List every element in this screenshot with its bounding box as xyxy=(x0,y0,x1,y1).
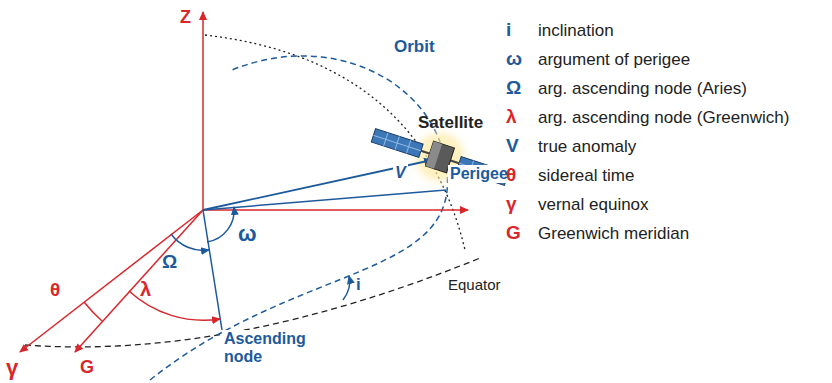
legend-symbol: ω xyxy=(506,49,522,70)
legend-text: inclination xyxy=(538,22,614,41)
orbit-path xyxy=(150,56,447,380)
legend-symbol: θ xyxy=(506,165,516,186)
legend-text: vernal equinox xyxy=(538,196,649,215)
omega-arc xyxy=(207,207,234,242)
angle-label: ω xyxy=(238,222,257,246)
angle-label: i xyxy=(356,276,361,295)
perigee-label: Perigee xyxy=(448,165,510,183)
legend-symbol: V xyxy=(506,136,519,157)
angle-label: V xyxy=(393,164,408,182)
satellite-label: Satellite xyxy=(418,114,483,133)
legend-text: true anomaly xyxy=(538,138,636,157)
z-axis xyxy=(202,12,204,210)
greenwich-axis xyxy=(75,210,203,352)
legend-symbol: γ xyxy=(506,194,517,215)
axis-label: G xyxy=(80,358,94,378)
legend-text: arg. ascending node (Aries) xyxy=(538,80,747,99)
satellite-vector xyxy=(203,160,432,210)
angle-label: θ xyxy=(50,280,60,301)
sidereal-arc xyxy=(84,302,102,321)
legend-symbol: G xyxy=(506,223,521,244)
equator-label: Equator xyxy=(446,277,503,294)
x-axis xyxy=(203,209,468,211)
axis-label: Z xyxy=(180,8,191,28)
legend-text: Greenwich meridian xyxy=(538,225,689,244)
satellite-symbol xyxy=(369,123,510,191)
vernal-equinox-axis xyxy=(20,210,203,352)
legend-symbol: i xyxy=(506,20,511,41)
axis-label: γ xyxy=(6,356,18,380)
legend-symbol: λ xyxy=(506,107,517,128)
legend-text: sidereal time xyxy=(538,167,634,186)
orbit-label: Orbit xyxy=(394,38,435,57)
perigee-line xyxy=(203,190,446,210)
node-line xyxy=(203,210,222,330)
legend-text: argument of perigee xyxy=(538,51,690,70)
legend-text: arg. ascending node (Greenwich) xyxy=(538,109,789,128)
node-arc xyxy=(171,234,209,250)
angle-label: Ω xyxy=(162,252,177,273)
legend-symbol: Ω xyxy=(506,78,521,99)
inclination-arc xyxy=(343,276,350,300)
angle-label: λ xyxy=(140,278,151,300)
node-label: Ascending node xyxy=(222,330,306,365)
